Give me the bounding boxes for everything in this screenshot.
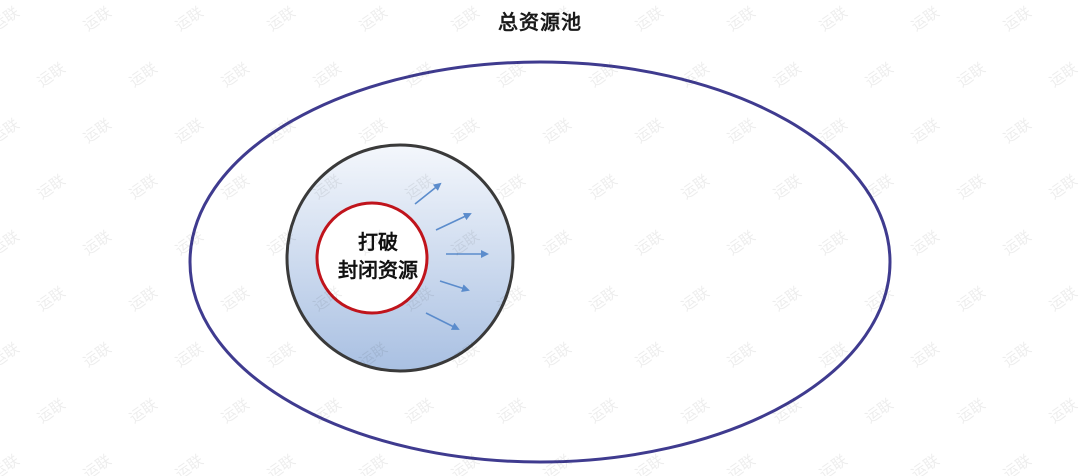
diagram-title: 总资源池 [498,10,582,34]
expansion-arrow [439,280,470,292]
expansion-arrow [414,182,442,205]
closed-resource-circle [315,201,429,315]
expansion-arrow [435,212,472,231]
closed-resource-label-line2: 封闭资源 [338,258,418,282]
closed-resource-label-line1: 打破 [358,230,398,254]
expansion-arrow [425,312,460,330]
total-resource-pool-ellipse [188,60,892,464]
expansion-arrows [414,182,489,330]
closed-resource-label: 打破 封闭资源 [318,228,438,284]
